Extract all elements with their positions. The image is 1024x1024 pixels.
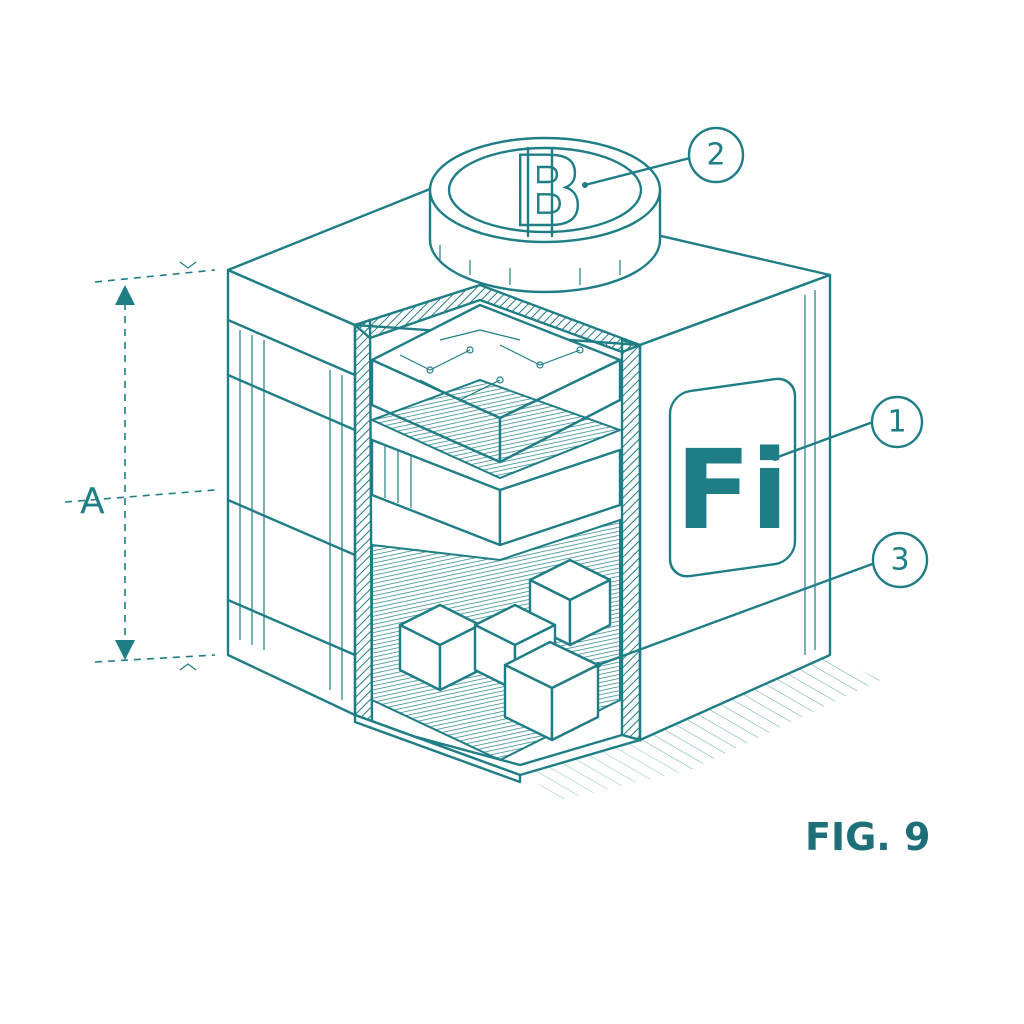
dimension-a: A [64,261,216,671]
cube [503,640,600,742]
arrow-down-icon [115,640,135,660]
callout-1: 1 [772,395,924,461]
callout-number-1: 1 [887,405,906,440]
bitcoin-coin: B [428,135,662,294]
figure-label: FIG. 9 [805,815,930,859]
bitcoin-symbol-icon: B [511,136,584,248]
block-left-face [226,268,357,717]
callout-number-3: 3 [890,543,909,578]
base-slab [353,713,642,784]
cube [398,603,482,692]
callout-number-2: 2 [706,138,725,173]
fi-logo: Fi [668,377,797,578]
cutaway-interior [369,303,623,762]
callout-2: 2 [582,126,745,188]
arrow-up-icon [115,285,135,305]
data-cubes [398,558,612,742]
fi-logo-text: Fi [676,426,789,554]
callout-3: 3 [595,531,929,668]
heatsink-layer [369,378,623,547]
ground-shadow [520,655,880,800]
dimension-label: A [80,481,105,522]
